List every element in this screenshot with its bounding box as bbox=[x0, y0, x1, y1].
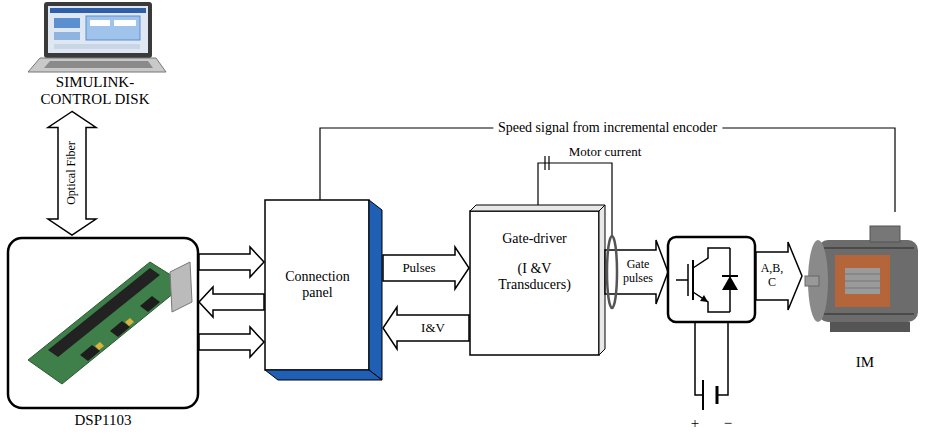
motor-current-wire bbox=[548, 156, 549, 170]
gate-pulses-arrow bbox=[605, 240, 668, 304]
block-arrow bbox=[199, 247, 264, 277]
dc-source-symbol bbox=[695, 322, 728, 410]
dsp-board-picture bbox=[140, 296, 160, 312]
inverter-switch-symbol bbox=[687, 264, 689, 296]
current-sensor-ring bbox=[607, 236, 617, 308]
induction-motor-picture bbox=[822, 313, 914, 315]
dc-source-symbol bbox=[702, 380, 704, 410]
gate-driver: Gate-driver (I &V Transducers) bbox=[470, 205, 605, 355]
dsp-board-picture bbox=[28, 262, 185, 384]
computer-node: SIMULINK- CONTROL DISK bbox=[20, 0, 170, 109]
edge-label: Optical Fiber bbox=[65, 141, 79, 205]
motor-current-wire bbox=[538, 163, 612, 236]
laptop-picture bbox=[50, 8, 146, 13]
phase-label: A,B, C bbox=[757, 262, 787, 290]
laptop-picture bbox=[44, 2, 152, 58]
edge-label: Speed signal from incremental encoder bbox=[493, 120, 722, 136]
dsp-board-picture bbox=[125, 318, 134, 326]
induction-motor-picture bbox=[805, 276, 819, 286]
induction-motor-picture bbox=[845, 281, 880, 282]
gate-pulses-arrow bbox=[605, 240, 668, 304]
node-title: SIMULINK- CONTROL DISK bbox=[20, 74, 170, 109]
edge-label: Pulses bbox=[402, 261, 435, 276]
dc-source-symbol bbox=[716, 386, 719, 404]
inverter-switch-symbol bbox=[722, 276, 738, 290]
inverter-switch-symbol bbox=[676, 279, 688, 281]
signal-line bbox=[320, 128, 895, 212]
induction-motor-picture bbox=[845, 274, 880, 275]
motor-current-wire bbox=[538, 156, 612, 236]
connection-panel-box bbox=[265, 200, 382, 380]
inverter-switch-symbol bbox=[693, 292, 730, 312]
edge-label: I&V bbox=[421, 321, 445, 336]
laptop-picture bbox=[86, 16, 140, 40]
dsp-board-picture bbox=[95, 342, 104, 350]
induction-motor-picture bbox=[822, 247, 914, 249]
dsp-board-node: DSP1103 bbox=[8, 238, 198, 429]
inverter-switch-symbol bbox=[722, 275, 738, 277]
laptop-picture bbox=[28, 58, 166, 72]
inverter-switch-symbol bbox=[668, 237, 755, 322]
connection-panel-box bbox=[265, 200, 369, 370]
gate-driver-box bbox=[470, 211, 599, 355]
induction-motor-picture bbox=[845, 268, 880, 294]
abc-phase-arrow bbox=[756, 242, 802, 310]
inverter-switch-symbol bbox=[693, 248, 730, 268]
inverter-switch-symbol bbox=[668, 237, 755, 322]
block-arrow bbox=[383, 247, 469, 289]
dsp-board-picture bbox=[48, 268, 160, 357]
signal-name: Motor current bbox=[569, 145, 642, 160]
inverter-switch-symbol bbox=[692, 260, 694, 300]
node-title: Gate-driver bbox=[502, 231, 567, 247]
dsp-board-picture bbox=[170, 262, 192, 312]
connection-panel: Connection panel bbox=[265, 200, 382, 380]
connection-panel-box bbox=[369, 200, 382, 380]
node-title: IM bbox=[805, 354, 925, 371]
signal-name: Gate pulses bbox=[619, 258, 657, 286]
block-arrow bbox=[199, 327, 264, 357]
laptop-picture bbox=[48, 6, 148, 53]
induction-motor-picture bbox=[830, 322, 910, 332]
abc-phase-arrow bbox=[756, 242, 802, 310]
laptop-picture bbox=[54, 32, 80, 40]
laptop-picture bbox=[28, 2, 166, 72]
motor-node: IM bbox=[805, 212, 925, 371]
polarity-sign: + bbox=[691, 415, 699, 432]
induction-motor-picture bbox=[835, 255, 890, 307]
dsp-board-picture bbox=[8, 238, 198, 408]
laptop-picture bbox=[90, 20, 110, 26]
gate-driver-box bbox=[470, 205, 605, 355]
node-title: Connection panel bbox=[270, 269, 366, 301]
inverter-switch-symbol bbox=[700, 295, 708, 302]
node-title: DSP1103 bbox=[8, 412, 198, 429]
induction-motor-picture bbox=[870, 226, 900, 242]
laptop-picture bbox=[114, 20, 136, 26]
gate-driver-box bbox=[470, 205, 605, 211]
gate-driver-box bbox=[599, 205, 605, 355]
induction-motor-picture bbox=[805, 226, 918, 332]
connection-panel-box bbox=[265, 370, 382, 380]
block-arrow bbox=[383, 307, 469, 349]
node-subtitle: (I &V Transducers) bbox=[487, 261, 583, 293]
polarity-sign: − bbox=[724, 415, 732, 432]
laptop-picture bbox=[54, 18, 80, 28]
laptop-picture bbox=[44, 61, 153, 68]
dsp-board-picture bbox=[8, 238, 198, 408]
induction-motor-picture bbox=[818, 240, 918, 322]
dc-source-symbol bbox=[717, 322, 728, 395]
current-sensor-ring bbox=[607, 236, 617, 308]
motor-current-wire bbox=[544, 156, 545, 170]
laptop-picture bbox=[54, 44, 140, 49]
dc-source-symbol bbox=[695, 322, 703, 395]
block-arrow bbox=[48, 112, 96, 236]
block-arrow bbox=[199, 287, 264, 317]
induction-motor-picture bbox=[845, 288, 880, 289]
